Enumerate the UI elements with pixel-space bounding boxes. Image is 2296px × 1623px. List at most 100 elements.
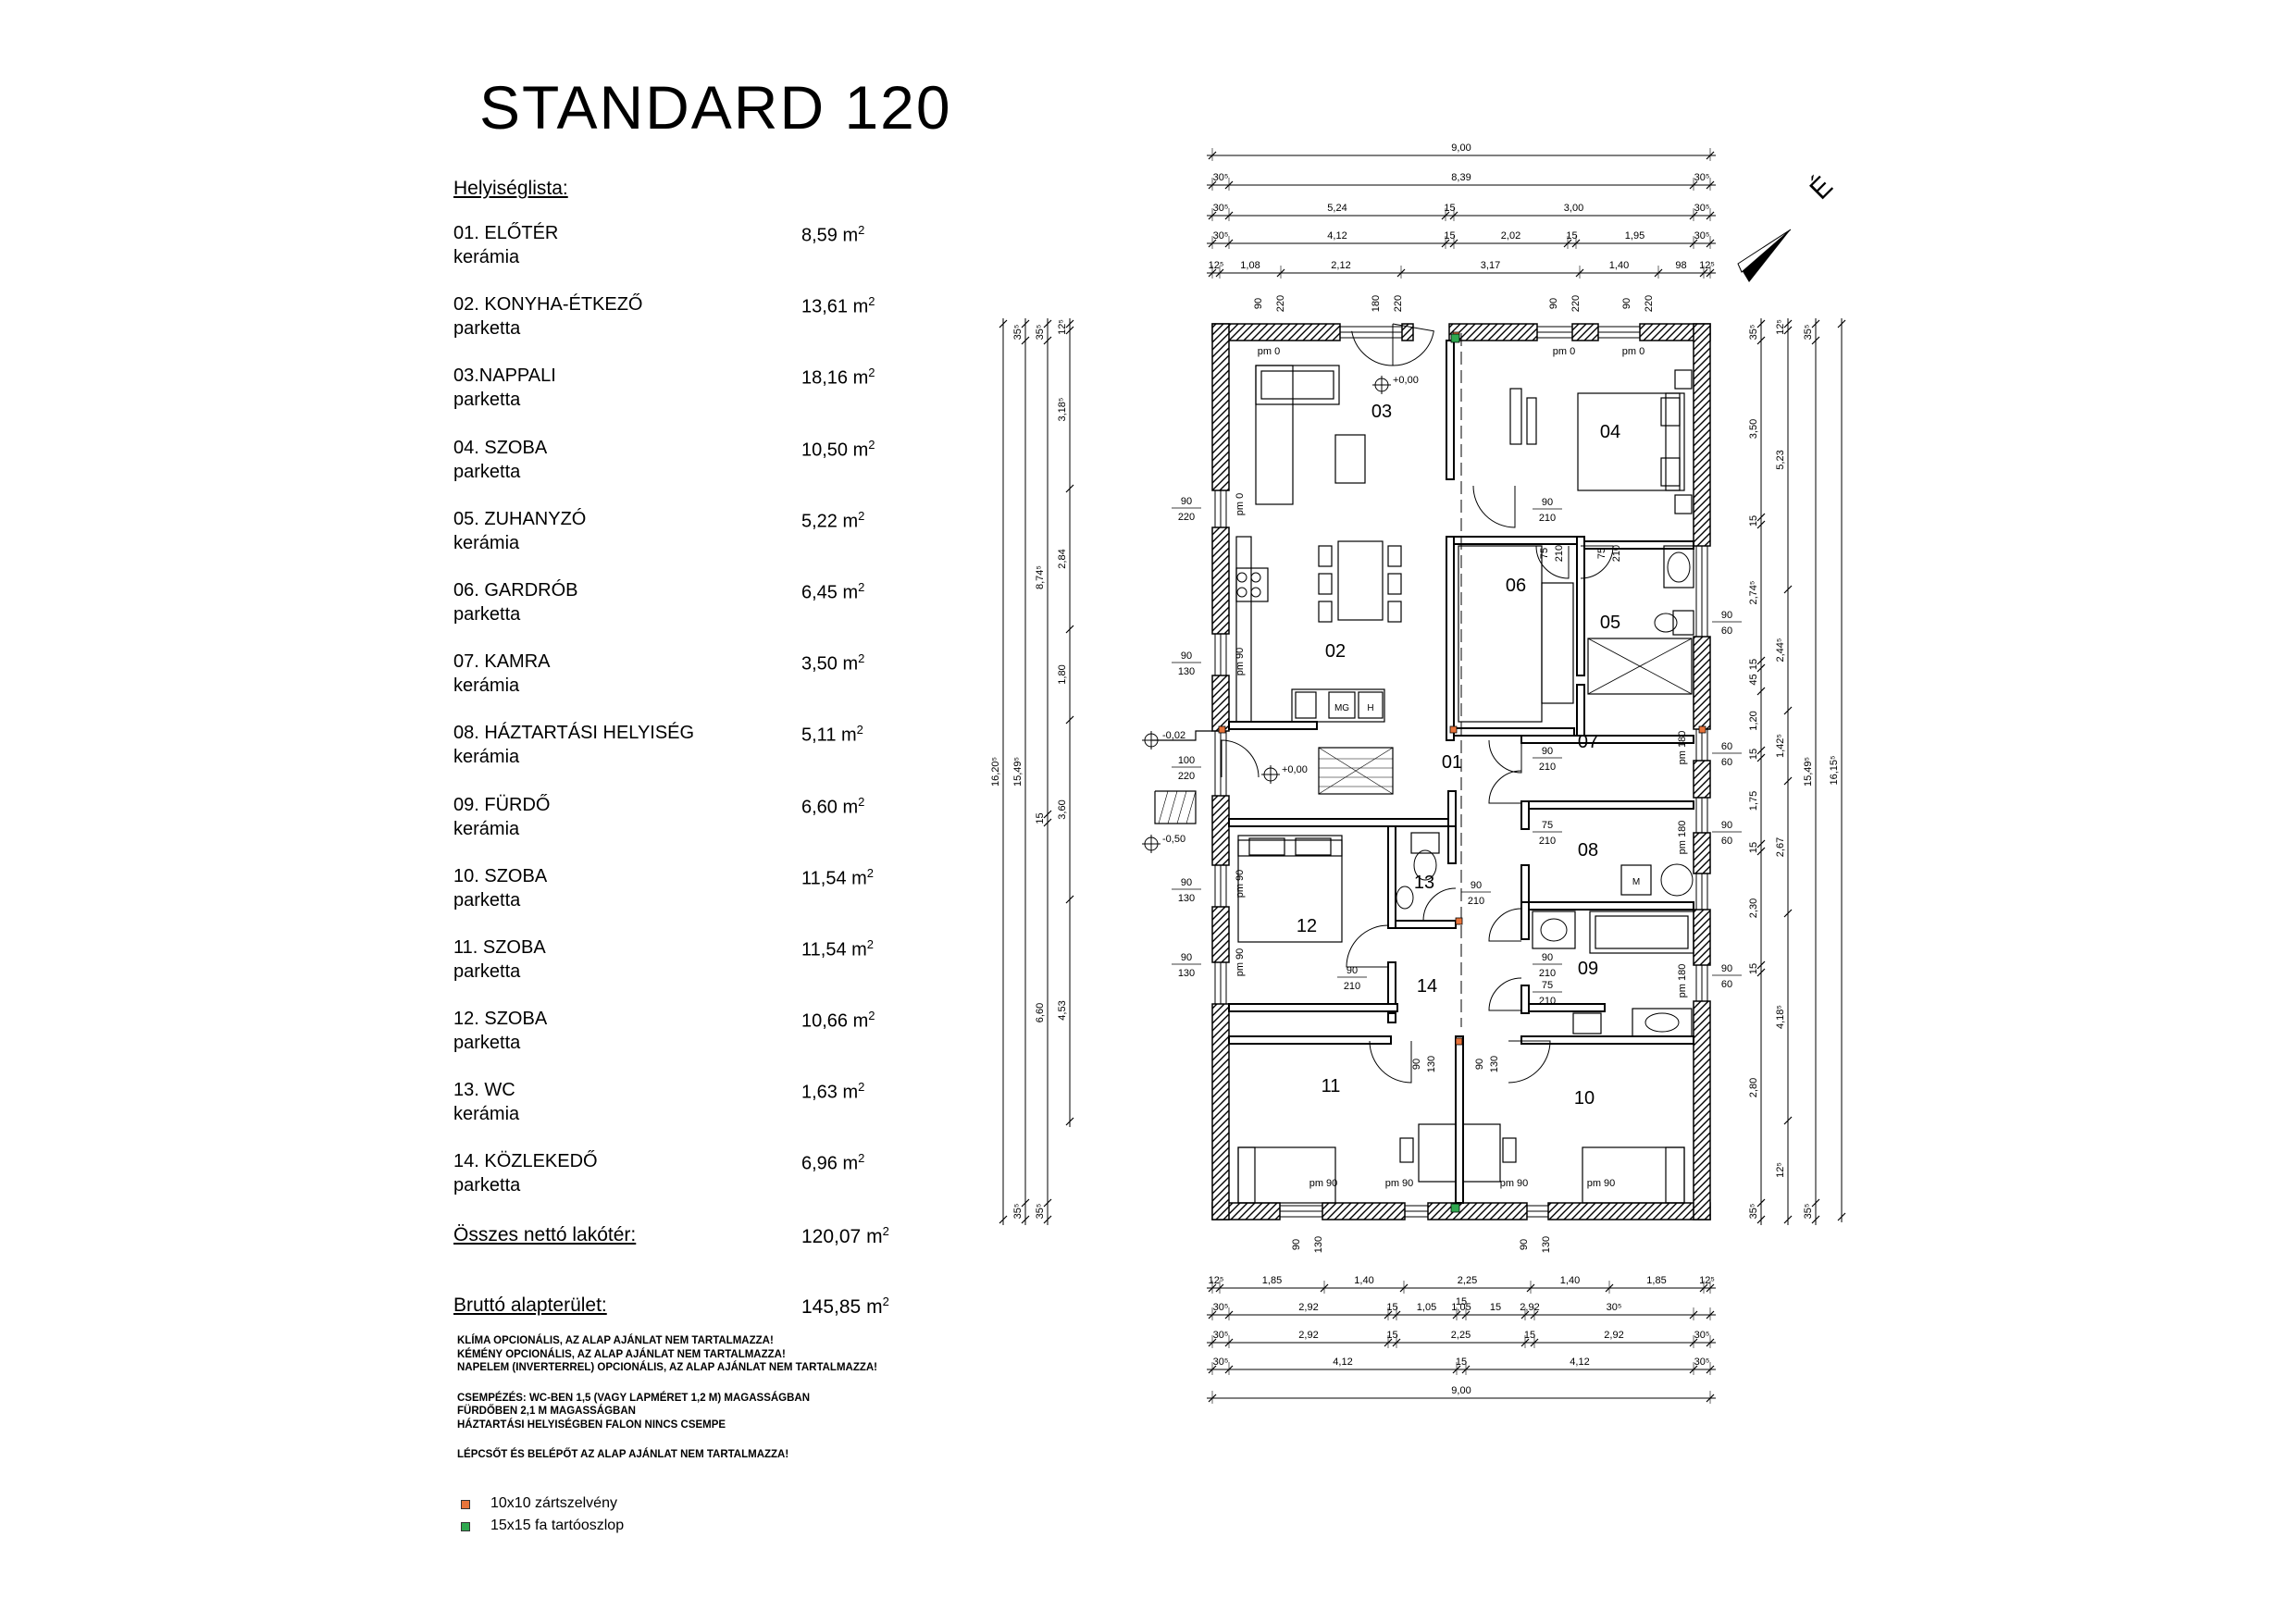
parapet-label: pm 180 bbox=[1677, 964, 1688, 998]
room-area: 3,50 m2 bbox=[801, 651, 865, 675]
parapet-label: pm 0 bbox=[1235, 493, 1246, 515]
dim-tick bbox=[1756, 1198, 1766, 1208]
dim-label: 15 bbox=[1490, 1302, 1501, 1313]
shower-line bbox=[1587, 638, 1693, 695]
dim-label: 16,15⁵ bbox=[1829, 755, 1840, 785]
dim-label: 15,49⁵ bbox=[1012, 757, 1024, 787]
opening-width: 60 bbox=[1721, 741, 1732, 752]
opening-height: 210 bbox=[1539, 762, 1556, 773]
opening-width: 75 bbox=[1539, 548, 1550, 559]
sofa-icon bbox=[1255, 365, 1294, 505]
exterior-wall bbox=[1427, 1202, 1528, 1220]
dim-tick bbox=[1783, 326, 1793, 335]
dim-label: 4,12 bbox=[1570, 1357, 1589, 1368]
bathtub-inner-icon bbox=[1595, 915, 1689, 949]
stair-icon bbox=[1318, 747, 1394, 795]
dim-label: 30⁵ bbox=[1694, 1330, 1710, 1341]
room-name: 07. KAMRA bbox=[453, 651, 551, 673]
room-finish: parketta bbox=[453, 889, 521, 911]
dim-label: 35⁵ bbox=[1803, 325, 1814, 341]
room-name: 01. ELŐTÉR bbox=[453, 223, 559, 243]
opening-width: 180 bbox=[1371, 295, 1382, 312]
dim-label: 4,12 bbox=[1333, 1357, 1352, 1368]
shower-tray-icon bbox=[1587, 638, 1693, 695]
door-swing bbox=[1488, 739, 1522, 774]
interior-wall bbox=[1520, 901, 1530, 940]
dim-tick bbox=[1837, 319, 1846, 328]
door-swing bbox=[1488, 908, 1522, 942]
dim-label: 2,92 bbox=[1298, 1330, 1318, 1341]
desk-icon bbox=[1418, 1123, 1457, 1183]
headboard-icon bbox=[1237, 835, 1343, 857]
opening-height: 220 bbox=[1644, 295, 1655, 312]
dim-label: 35⁵ bbox=[1012, 325, 1024, 341]
dim-label: 12⁵ bbox=[1057, 319, 1068, 335]
dim-label: 15 bbox=[1386, 1330, 1397, 1341]
exterior-wall bbox=[1571, 323, 1599, 341]
dim-label: 2,25 bbox=[1451, 1330, 1471, 1341]
net-total-label: Összes nettó lakótér: bbox=[453, 1224, 637, 1245]
wardrobe-rail-icon bbox=[1526, 397, 1537, 445]
net-total: Összes nettó lakótér: 120,07 m2 bbox=[453, 1224, 889, 1247]
room-number-02: 02 bbox=[1325, 641, 1346, 662]
dim-tick bbox=[1756, 319, 1766, 328]
chair-icon bbox=[1318, 573, 1333, 595]
dim-label: 2,92 bbox=[1604, 1330, 1623, 1341]
dim-label: 4,53 bbox=[1057, 1000, 1068, 1020]
room-number-07: 07 bbox=[1578, 732, 1598, 752]
interior-wall bbox=[1520, 735, 1694, 744]
dim-label: 1,05 bbox=[1417, 1302, 1436, 1313]
headboard-icon bbox=[1665, 1146, 1685, 1204]
interior-wall bbox=[1453, 727, 1575, 737]
dim-label: 2,84 bbox=[1057, 549, 1068, 568]
steel-post-marker bbox=[1698, 725, 1706, 734]
dim-label: 1,40 bbox=[1560, 1275, 1580, 1286]
dim-label: 30⁵ bbox=[1213, 1357, 1229, 1368]
door-swing bbox=[1508, 1040, 1551, 1084]
note-line: KÉMÉNY OPCIONÁLIS, AZ ALAP AJÁNLAT NEM T… bbox=[457, 1348, 786, 1360]
appliance-label-h: H bbox=[1367, 703, 1373, 713]
opening-width: 90 bbox=[1542, 497, 1553, 508]
parapet-label: pm 90 bbox=[1235, 948, 1246, 977]
dim-label: 35⁵ bbox=[1035, 325, 1046, 341]
toilet-icon bbox=[1654, 613, 1678, 633]
dim-label: 30⁵ bbox=[1607, 1302, 1622, 1313]
interior-wall bbox=[1387, 825, 1396, 929]
room-area: 5,22 m2 bbox=[801, 508, 865, 532]
dim-tick bbox=[1837, 1212, 1846, 1221]
net-total-value: 120,07 m2 bbox=[801, 1224, 889, 1247]
stair-line bbox=[1318, 747, 1394, 795]
opening-width: 100 bbox=[1178, 755, 1195, 766]
room-finish: parketta bbox=[453, 1033, 521, 1054]
note-line: FÜRDŐBEN 2,1 M MAGASSÁGBAN bbox=[457, 1406, 636, 1417]
dim-label: 8,39 bbox=[1451, 172, 1471, 183]
level-label: +0,00 bbox=[1282, 764, 1308, 775]
legend-swatch bbox=[461, 1522, 470, 1531]
dim-label: 2,44⁵ bbox=[1775, 638, 1786, 663]
dim-tick bbox=[1065, 319, 1074, 328]
opening-width: 90 bbox=[1548, 298, 1559, 309]
opening-width: 90 bbox=[1621, 298, 1632, 309]
room-area: 6,96 m2 bbox=[801, 1151, 865, 1175]
opening-height: 210 bbox=[1539, 836, 1556, 847]
dim-label: 15 bbox=[1456, 1296, 1467, 1307]
entrance-door-swing bbox=[1221, 739, 1260, 778]
room-finish: kerámia bbox=[453, 818, 520, 839]
dim-label: 35⁵ bbox=[1035, 1204, 1046, 1220]
sink-icon bbox=[1295, 691, 1317, 719]
dim-tick bbox=[1783, 776, 1793, 786]
pillow-icon bbox=[1660, 397, 1681, 427]
page-title: STANDARD 120 bbox=[479, 73, 952, 142]
room-name: 04. SZOBA bbox=[453, 437, 548, 458]
opening-height: 210 bbox=[1539, 996, 1556, 1007]
dim-label: 1,40 bbox=[1609, 260, 1629, 271]
interior-wall bbox=[1446, 340, 1455, 480]
room-finish: kerámia bbox=[453, 1104, 520, 1125]
gross-total-value: 145,85 m2 bbox=[801, 1295, 889, 1318]
